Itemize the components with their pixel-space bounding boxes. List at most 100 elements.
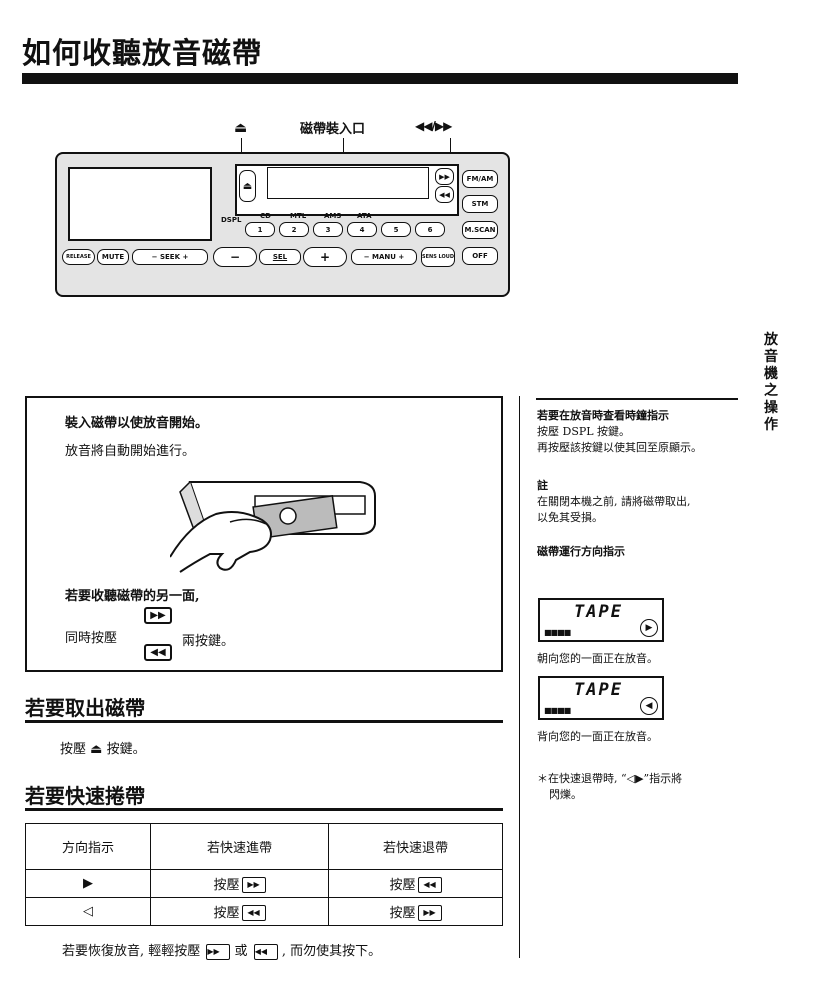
box-line-autoplay: 放音將自動開始進行。	[65, 444, 196, 459]
page-title: 如何收聽放音磁帶	[22, 36, 263, 70]
resume-text-b: , 而勿使其按下。	[281, 944, 382, 959]
tape-display-forward: TAPE ■■■■ ▶	[538, 598, 664, 642]
preset-button-6[interactable]: 6	[415, 222, 445, 237]
rev-label: 按壓	[389, 905, 416, 921]
caption-forward: 朝向您的一面正在放音。	[537, 652, 658, 665]
eject-button[interactable]: ⏏	[239, 170, 256, 202]
box-line-press: 同時按壓	[65, 631, 118, 646]
box-line-otherside: 若要收聽磁帶的另一面,	[65, 589, 200, 604]
plus-button[interactable]: +	[303, 247, 347, 267]
manu-button[interactable]: − MANU +	[351, 249, 417, 265]
forward-indicator-icon: ▶	[640, 619, 658, 637]
fwd-cell: 按壓◀◀	[150, 897, 329, 926]
eject-heading: 若要取出磁帶	[25, 696, 145, 720]
resume-instruction: 若要恢復放音, 輕輕按壓 ▶▶ 或 ◀◀ , 而勿使其按下。	[62, 940, 381, 960]
callout-line-eject	[241, 138, 242, 164]
header-direction: 方向指示	[25, 823, 151, 870]
preset-button-3[interactable]: 3	[313, 222, 343, 237]
rew-key-icon: ◀◀	[253, 943, 278, 960]
ff-button[interactable]: ▶▶	[435, 168, 454, 185]
ffrew-callout: ◀◀/▶▶	[415, 119, 452, 133]
clock-text-2: 再按壓該按鍵以使其回至原顯示。	[537, 441, 702, 454]
blink-note-1: ＊在快速退帶時, “◁▶”指示將	[537, 772, 683, 785]
dspl-label: DSPL	[221, 216, 242, 224]
note-heading: 註	[537, 479, 548, 492]
hand-finger	[229, 518, 267, 525]
cassette-slot	[267, 167, 429, 199]
fwd-cell: 按壓▶▶	[150, 869, 329, 898]
lcd-window	[68, 167, 212, 241]
header-forward: 若快速進帶	[150, 823, 329, 870]
fwd-label: 按壓	[213, 905, 240, 921]
blink-note-2: 閃爍。	[549, 788, 582, 801]
eject-rule	[25, 720, 503, 723]
clock-heading: 若要在放音時查看時鐘指示	[537, 409, 669, 422]
blink-note: ＊在快速退帶時, “◁▶”指示將 閃爍。	[537, 771, 682, 803]
preset-button-5[interactable]: 5	[381, 222, 411, 237]
rev-cell: 按壓▶▶	[328, 897, 503, 926]
minus-button[interactable]: −	[213, 247, 257, 267]
ff-key-icon: ▶▶	[206, 943, 231, 960]
eject-callout: ⏏	[234, 120, 248, 136]
table-header-row: 方向指示 若快速進帶 若快速退帶	[25, 823, 503, 870]
hand-outline	[170, 511, 272, 573]
box-line-insert: 裝入磁帶以使放音開始。	[65, 416, 209, 431]
eject-icon: ⏏	[90, 742, 103, 757]
right-top-rule	[536, 398, 738, 400]
eject-instruction: 按壓 ⏏ 按鍵。	[60, 738, 146, 757]
side-tab: 放音機之操作	[764, 332, 778, 433]
dir-cell: ◁	[25, 897, 151, 926]
slot-callout: 磁帶裝入口	[300, 122, 366, 137]
ff-key-icon: ▶▶	[241, 877, 266, 894]
resume-text-a: 若要恢復放音, 輕輕按壓	[62, 944, 201, 959]
preset-tag-mtl: MTL	[290, 212, 307, 220]
rew-key-icon: ◀◀	[241, 905, 266, 922]
fwd-label: 按壓	[213, 877, 240, 893]
eject-text-b: 按鍵。	[106, 742, 146, 757]
fastwind-heading: 若要快速捲帶	[25, 784, 145, 808]
preset-tag-ata: ATA	[357, 212, 372, 220]
sens-loud-button[interactable]: SENS LOUD	[421, 247, 455, 267]
box-line-bothkeys: 兩按鍵。	[182, 634, 235, 649]
off-button[interactable]: OFF	[462, 247, 498, 265]
fastwind-table: 方向指示 若快速進帶 若快速退帶 ▶ 按壓▶▶ 按壓◀◀ ◁ 按壓◀◀ 按壓▶▶	[25, 823, 503, 926]
rev-cell: 按壓◀◀	[328, 869, 503, 898]
title-bar-divider	[22, 73, 738, 84]
reverse-indicator-icon: ◀	[640, 697, 658, 715]
note-text-1: 在關閉本機之前, 請將磁帶取出,	[537, 495, 691, 508]
mute-button[interactable]: MUTE	[97, 249, 129, 265]
column-divider	[519, 396, 520, 958]
clock-text-1: 按壓 DSPL 按鍵。	[537, 425, 631, 438]
seek-button[interactable]: − SEEK +	[132, 249, 208, 265]
cassette-reel	[279, 507, 297, 525]
preset-tag-ams: AMS	[324, 212, 342, 220]
fm-am-button[interactable]: FM/AM	[462, 170, 498, 188]
dir-cell: ▶	[25, 869, 151, 898]
rew-button[interactable]: ◀◀	[435, 186, 454, 203]
callout-line-ffrew	[450, 138, 451, 164]
table-row: ◁ 按壓◀◀ 按壓▶▶	[25, 897, 503, 926]
preset-button-4[interactable]: 4	[347, 222, 377, 237]
device-diagram: ⏏ 磁帶裝入口 ◀◀/▶▶ ⏏ ▶▶ ◀◀ FM/AM STM M.SCAN O…	[55, 112, 515, 297]
display-text: TAPE	[574, 602, 623, 622]
display-dots: ■■■■	[544, 628, 571, 637]
preset-tag-cd: CD	[260, 212, 271, 220]
resume-or: 或	[234, 944, 248, 959]
instruction-box	[25, 396, 503, 672]
display-text: TAPE	[574, 680, 623, 700]
tape-display-reverse: TAPE ■■■■ ◀	[538, 676, 664, 720]
eject-text-a: 按壓	[60, 742, 87, 757]
preset-button-1[interactable]: 1	[245, 222, 275, 237]
preset-button-2[interactable]: 2	[279, 222, 309, 237]
rew-button-icon: ◀◀	[144, 644, 172, 661]
stm-button[interactable]: STM	[462, 195, 498, 213]
ff-button-icon: ▶▶	[144, 607, 172, 624]
fastwind-rule	[25, 808, 503, 811]
rew-key-icon: ◀◀	[417, 877, 442, 894]
sel-button[interactable]: SEL	[259, 249, 301, 265]
header-rewind: 若快速退帶	[328, 823, 503, 870]
display-dots: ■■■■	[544, 706, 571, 715]
mscan-button[interactable]: M.SCAN	[462, 221, 498, 239]
ff-key-icon: ▶▶	[417, 905, 442, 922]
release-button[interactable]: RELEASE	[62, 249, 95, 265]
